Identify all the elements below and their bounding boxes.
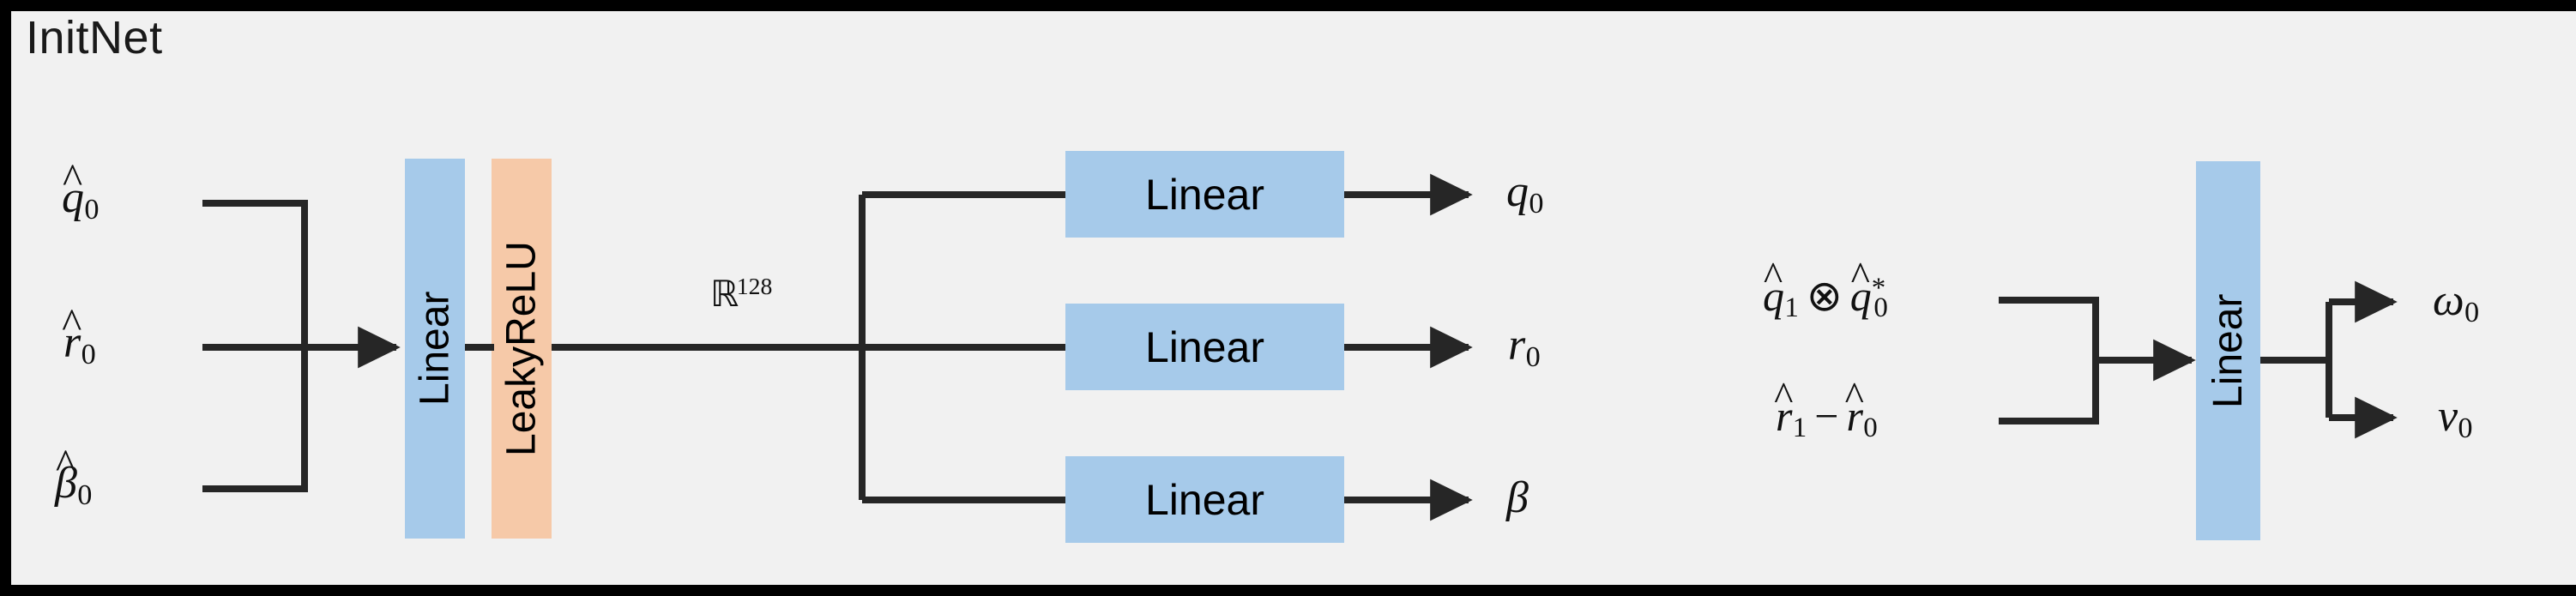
- left-fanout-connector: [859, 191, 1068, 503]
- input-label-r-hat-1-minus-r-hat-0: ^r1−^r0: [1774, 375, 1878, 444]
- output-label-beta: β: [1506, 473, 1529, 522]
- leakyrelu-block[interactable]: [492, 159, 552, 539]
- right-output-fanout: [2260, 280, 2398, 439]
- output-label-r-0: r0: [1508, 321, 1541, 373]
- output-label-q-0: q0: [1506, 167, 1544, 220]
- linear-block-right[interactable]: [2196, 161, 2260, 540]
- page-title: InitNet: [26, 12, 163, 63]
- linear-block-head-beta[interactable]: [1065, 456, 1344, 543]
- panel-border-left: [0, 0, 11, 596]
- output-label-omega-0: ω0: [2433, 276, 2480, 328]
- panel-border-bottom: [0, 585, 2576, 596]
- right-input-merge-connector: [1999, 297, 2196, 424]
- input-label-r-hat-0: ^r0: [62, 300, 96, 370]
- linear-block-head-r[interactable]: [1065, 304, 1344, 390]
- input-label-q-hat-0: ^q0: [62, 155, 100, 226]
- blackboard-r-symbol: ℝ: [710, 274, 739, 315]
- feature-dimension-exponent: 128: [736, 273, 773, 299]
- panel-border-top: [0, 0, 2576, 11]
- linear-block-trunk[interactable]: [405, 159, 465, 539]
- linear-block-head-q[interactable]: [1065, 151, 1344, 238]
- input-label-q-hat-1-otimes-q-hat-0-conj: ^q1⊗^q*0: [1763, 255, 1888, 324]
- output-label-v-0: v0: [2438, 392, 2473, 444]
- left-input-merge-connector: [202, 200, 401, 492]
- input-label-beta-hat-0: ^β0: [55, 441, 93, 511]
- left-output-arrows: [1344, 173, 1473, 521]
- feature-dimension-label: ℝ128: [710, 274, 772, 313]
